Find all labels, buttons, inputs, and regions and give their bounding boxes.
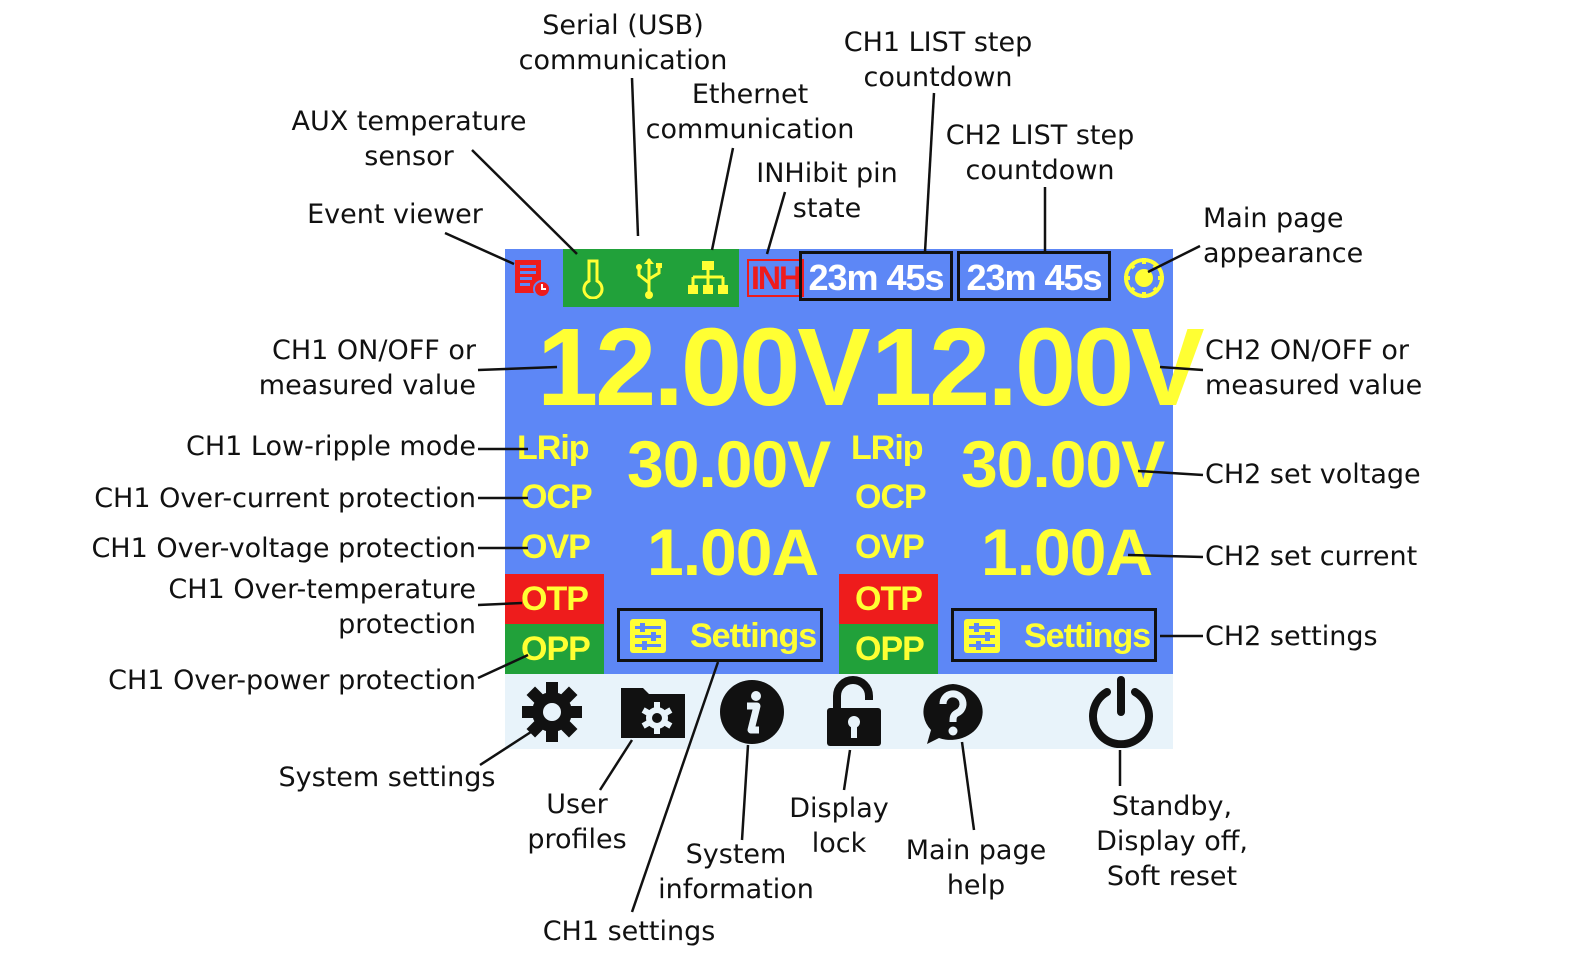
bottom-toolbar [505, 674, 1173, 749]
ch1-main-value[interactable]: 12.00V [537, 306, 871, 429]
ch1-list-countdown[interactable]: 23m 45s [799, 251, 953, 301]
ch1-lrip-indicator[interactable]: LRip [517, 429, 590, 467]
ch2-ovp-indicator[interactable]: OVP [855, 528, 925, 566]
label-aux-temperature: AUX temperature sensor [291, 106, 527, 172]
label-serial-usb: Serial (USB) communication [518, 10, 728, 76]
ch2-opp-text: OPP [855, 630, 925, 668]
power-icon [1089, 676, 1153, 749]
label-ch2-onoff: CH2 ON/OFF or measured value [1205, 335, 1423, 401]
label-ch1-list: CH1 LIST step countdown [843, 27, 1033, 93]
ch1-otp-indicator[interactable]: OTP [505, 574, 604, 624]
ch2-settings-label: Settings [1024, 617, 1151, 655]
ch1-settings-label: Settings [690, 617, 817, 655]
aux-temperature-button[interactable] [575, 257, 611, 300]
system-settings-button[interactable] [519, 680, 585, 744]
system-information-button[interactable] [717, 678, 787, 746]
settings-sliders-icon [964, 619, 1000, 653]
ch2-lrip-indicator[interactable]: LRip [851, 429, 924, 467]
main-page-help-button[interactable] [917, 680, 989, 746]
appearance-icon [1124, 258, 1164, 298]
usb-icon [636, 258, 662, 299]
ch1-otp-text: OTP [521, 580, 589, 618]
comm-status-area [563, 249, 739, 307]
label-ch1-settings: CH1 settings [542, 916, 716, 947]
event-viewer-icon [515, 260, 551, 298]
label-ch1-lrip: CH1 Low-ripple mode [186, 431, 476, 462]
info-icon [720, 680, 784, 744]
usb-status-button[interactable] [631, 255, 667, 301]
gear-icon [522, 682, 582, 742]
ch2-countdown-text: 23m 45s [966, 257, 1102, 298]
label-inhibit: INHibit pin state [756, 158, 898, 224]
label-display-lock: Display lock [789, 793, 889, 859]
label-ch1-ocp: CH1 Over-current protection [94, 483, 476, 514]
ch2-list-countdown[interactable]: 23m 45s [957, 251, 1111, 301]
label-user-profiles: User profiles [527, 789, 627, 855]
ch2-opp-indicator[interactable]: OPP [839, 624, 938, 674]
ch1-ocp-indicator[interactable]: OCP [521, 478, 593, 516]
ch1-opp-text: OPP [521, 630, 591, 668]
standby-button[interactable] [1085, 676, 1157, 749]
label-ch2-set-voltage: CH2 set voltage [1205, 459, 1421, 490]
ch2-set-voltage[interactable]: 30.00V [961, 427, 1165, 501]
label-ch1-otp: CH1 Over-temperature protection [168, 574, 476, 640]
ch2-otp-indicator[interactable]: OTP [839, 574, 938, 624]
label-ethernet: Ethernet communication [645, 79, 855, 145]
label-ch1-opp: CH1 Over-power protection [108, 665, 476, 696]
label-system-settings: System settings [278, 762, 496, 793]
ch2-settings-button[interactable]: Settings [951, 608, 1157, 662]
ch1-ovp-indicator[interactable]: OVP [521, 528, 591, 566]
profiles-folder-icon [621, 688, 685, 738]
label-main-help: Main page help [905, 835, 1047, 901]
display-lock-button[interactable] [821, 676, 887, 748]
label-ch2-list: CH2 LIST step countdown [945, 120, 1135, 186]
help-icon [923, 684, 983, 744]
ch1-opp-indicator[interactable]: OPP [505, 624, 604, 674]
label-ch1-onoff: CH1 ON/OFF or measured value [258, 335, 476, 401]
settings-sliders-icon [630, 619, 666, 653]
label-ch1-ovp: CH1 Over-voltage protection [91, 533, 476, 564]
event-viewer-button[interactable] [511, 257, 553, 299]
label-ch2-settings: CH2 settings [1205, 621, 1378, 652]
ch2-set-current[interactable]: 1.00A [981, 515, 1153, 589]
ch1-set-current[interactable]: 1.00A [647, 515, 819, 589]
device-screen: INH 23m 45s 23m 45s 12.00V 12.00V LRip O… [505, 249, 1205, 749]
label-main-appearance: Main page appearance [1203, 203, 1364, 269]
ch2-main-value[interactable]: 12.00V [871, 306, 1205, 429]
user-profiles-button[interactable] [617, 680, 689, 744]
lock-icon [827, 676, 881, 746]
ethernet-status-button[interactable] [687, 257, 729, 299]
ch1-set-voltage[interactable]: 30.00V [627, 427, 831, 501]
label-standby: Standby, Display off, Soft reset [1096, 791, 1248, 892]
label-ch2-set-current: CH2 set current [1205, 541, 1418, 572]
label-event-viewer: Event viewer [307, 199, 483, 230]
thermometer-icon [582, 259, 604, 300]
ethernet-icon [688, 261, 728, 294]
inhibit-state[interactable]: INH [747, 259, 805, 297]
ch1-settings-button[interactable]: Settings [617, 608, 823, 662]
ch2-otp-text: OTP [855, 580, 923, 618]
main-page-appearance-button[interactable] [1122, 256, 1166, 300]
ch2-ocp-indicator[interactable]: OCP [855, 478, 927, 516]
ch1-countdown-text: 23m 45s [808, 257, 944, 298]
